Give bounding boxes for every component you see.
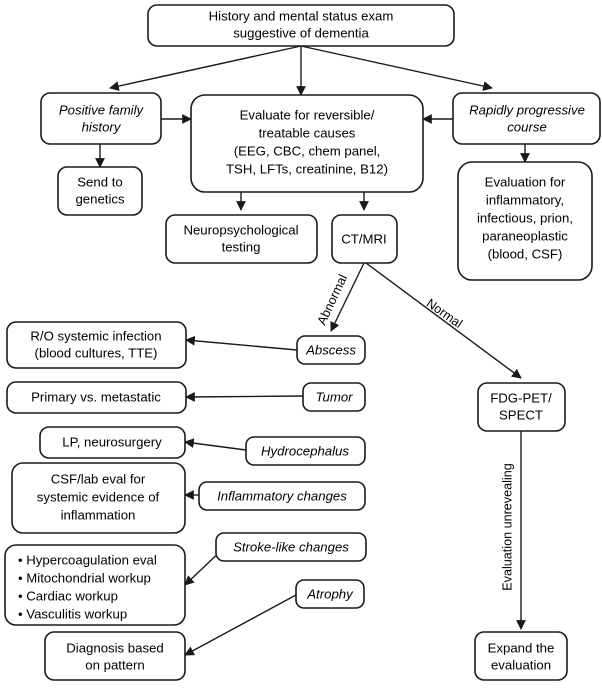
edge-label-evaluation-unrevealing: Evaluation unrevealing xyxy=(500,463,514,590)
node-hydrocephalus[interactable]: Hydrocephalus xyxy=(245,436,366,466)
node-roinfect-line2: (blood cultures, TTE) xyxy=(35,345,158,360)
node-diagnosis-based-on-pattern[interactable]: Diagnosis based on pattern xyxy=(44,631,186,681)
node-neuropsych-line1: Neuropsychological xyxy=(183,222,298,237)
node-inflameval-line4: paraneoplastic xyxy=(482,228,568,243)
node-root-line1: History and mental status exam xyxy=(209,8,394,23)
node-family-line1: Positive family xyxy=(59,102,145,117)
node-evaluation-inflammatory[interactable]: Evaluation for inflammatory, infectious,… xyxy=(457,161,593,281)
edge-ctmri-to-abscess xyxy=(330,262,365,332)
node-positive-family-history[interactable]: Positive family history xyxy=(40,92,162,145)
node-root-line2: suggestive of dementia xyxy=(233,25,369,40)
edges-layer xyxy=(95,45,530,656)
edge-hydro-to-lpneuro xyxy=(184,438,247,451)
node-abscess-line1: Abscess xyxy=(305,342,356,357)
node-inflamchg-line1: Inflammatory changes xyxy=(217,488,347,503)
node-inflameval-line5: (blood, CSF) xyxy=(488,246,563,261)
node-evaluate-line4: TSH, LFTs, creatinine, B12) xyxy=(226,161,388,176)
node-expand-line2: evaluation xyxy=(491,657,551,672)
node-inflameval-line3: infectious, prion, xyxy=(477,210,573,225)
edge-label-normal: Normal xyxy=(424,296,465,331)
node-ct-mri[interactable]: CT/MRI xyxy=(331,214,398,264)
node-strokechg-line1: Stroke-like changes xyxy=(233,539,349,554)
node-lpneuro-line1: LP, neurosurgery xyxy=(62,434,162,449)
edge-root-to-family xyxy=(109,45,302,91)
node-fdgpet-line2: SPECT xyxy=(499,407,543,422)
node-diagnosis-line2: on pattern xyxy=(85,657,144,672)
node-root[interactable]: History and mental status exam suggestiv… xyxy=(147,4,455,47)
node-csflab-line2: systemic evidence of xyxy=(37,489,160,504)
node-family-line2: history xyxy=(82,119,122,134)
node-neuropsychological-testing[interactable]: Neuropsychological testing xyxy=(165,214,318,264)
node-atrophy[interactable]: Atrophy xyxy=(295,579,365,609)
node-inflameval-line1: Evaluation for xyxy=(485,174,566,189)
node-primary-vs-metastatic[interactable]: Primary vs. metastatic xyxy=(6,381,187,414)
node-roinfect-line1: R/O systemic infection xyxy=(30,328,161,343)
node-fdg-pet-spect[interactable]: FDG-PET/ SPECT xyxy=(477,382,566,432)
node-expand-the-evaluation[interactable]: Expand the evaluation xyxy=(474,631,568,681)
node-tumor[interactable]: Tumor xyxy=(302,382,366,412)
node-inflameval-line2: inflammatory, xyxy=(486,192,564,207)
node-evaluate-reversible-causes[interactable]: Evaluate for reversible/ treatable cause… xyxy=(190,94,424,193)
node-send-to-genetics[interactable]: Send to genetics xyxy=(57,166,143,216)
node-diagnosis-line1: Diagnosis based xyxy=(66,640,164,655)
node-fdgpet-line1: FDG-PET/ xyxy=(490,390,552,405)
edge-tumor-to-primarymet xyxy=(185,392,304,402)
node-expand-line1: Expand the xyxy=(488,640,555,655)
node-rapidly-progressive-course[interactable]: Rapidly progressive course xyxy=(452,92,601,145)
node-workups-line4: • Vasculitis workup xyxy=(18,606,127,621)
node-lp-neurosurgery[interactable]: LP, neurosurgery xyxy=(39,426,186,459)
node-evaluate-line3: (EEG, CBC, chem panel, xyxy=(234,143,381,158)
edge-root-to-rapid xyxy=(300,45,493,91)
node-tumor-line1: Tumor xyxy=(315,389,353,404)
node-csflab-line3: inflammation xyxy=(61,507,136,522)
node-neuropsych-line2: testing xyxy=(222,239,261,254)
node-workups-list[interactable]: • Hypercoagulation eval • Mitochondrial … xyxy=(4,544,186,626)
node-stroke-like-changes[interactable]: Stroke-like changes xyxy=(215,532,367,562)
node-csf-lab-eval[interactable]: CSF/lab eval for systemic evidence of in… xyxy=(11,462,186,534)
edge-atrophy-to-diagnosis xyxy=(184,594,297,656)
node-ro-systemic-infection[interactable]: R/O systemic infection (blood cultures, … xyxy=(6,321,187,369)
node-workups-line2: • Mitochondrial workup xyxy=(18,570,151,585)
node-workups-line1: • Hypercoagulation eval xyxy=(18,552,157,567)
node-primarymet-line1: Primary vs. metastatic xyxy=(31,389,161,404)
node-abscess[interactable]: Abscess xyxy=(296,335,366,365)
node-evaluate-line2: treatable causes xyxy=(259,125,356,140)
node-rapid-line1: Rapidly progressive xyxy=(469,102,585,117)
node-csflab-line1: CSF/lab eval for xyxy=(51,471,146,486)
node-evaluate-line1: Evaluate for reversible/ xyxy=(240,107,375,122)
node-ctmri-line1: CT/MRI xyxy=(341,231,386,246)
node-atrophy-line1: Atrophy xyxy=(306,586,354,601)
node-inflammatory-changes[interactable]: Inflammatory changes xyxy=(198,481,366,511)
nodes-layer: History and mental status exam suggestiv… xyxy=(4,4,601,681)
node-genetics-line1: Send to xyxy=(77,174,122,189)
edge-label-abnormal: Abnormal xyxy=(315,272,350,327)
node-workups-line3: • Cardiac workup xyxy=(18,588,118,603)
node-hydro-line1: Hydrocephalus xyxy=(261,443,349,458)
node-genetics-line2: genetics xyxy=(75,191,125,206)
node-rapid-line2: course xyxy=(507,119,547,134)
edge-ctmri-to-fdgpet xyxy=(365,262,522,379)
edge-abscess-to-roinfect xyxy=(185,335,298,351)
